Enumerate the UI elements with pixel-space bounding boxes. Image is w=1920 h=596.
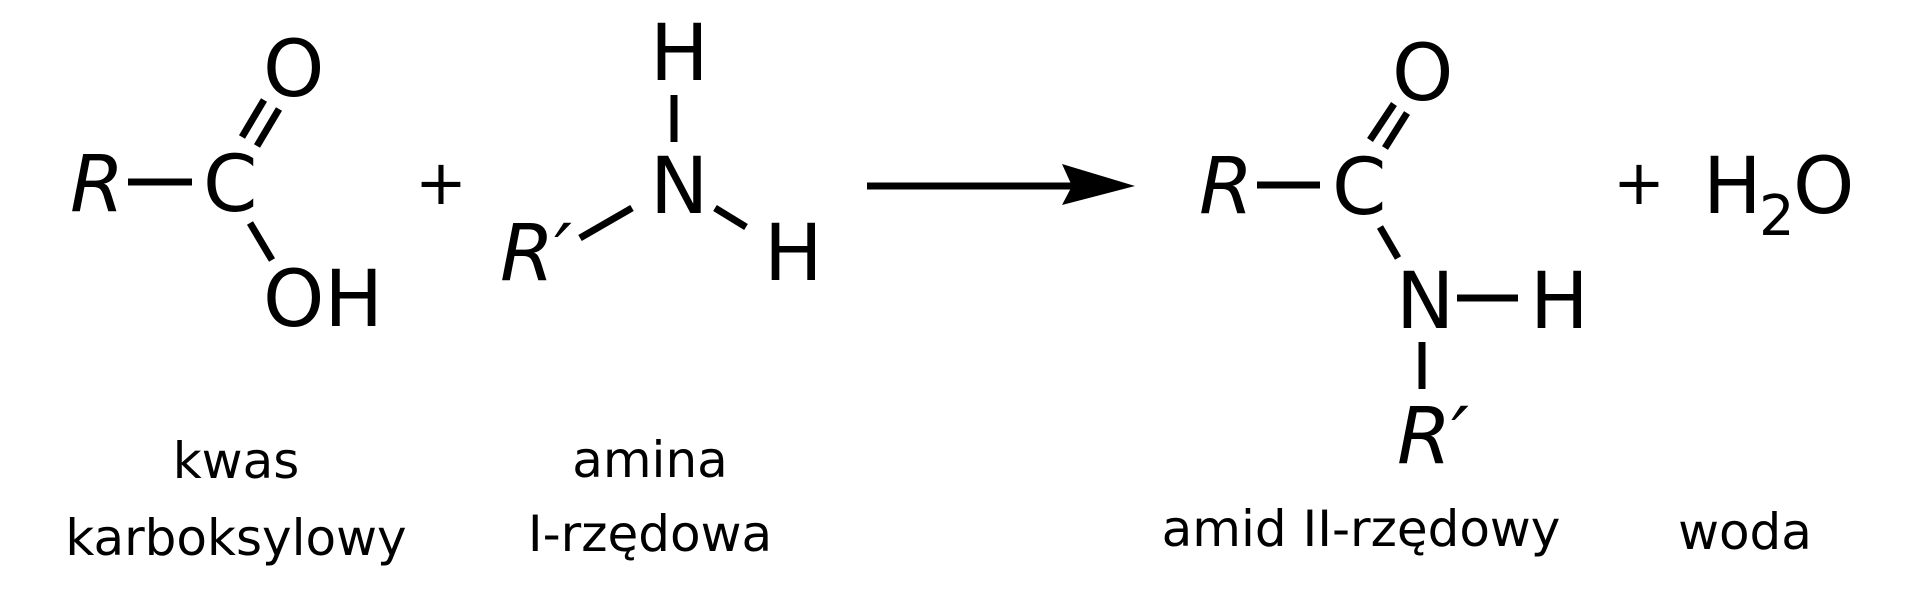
label-carboxylic-acid-line-1: kwas xyxy=(173,432,300,490)
double-bond-c-o-line-1 xyxy=(1367,102,1397,142)
atom-r-prime: R′ xyxy=(1397,392,1469,482)
bond-r-prime-n xyxy=(578,204,634,242)
bond-n-h-right xyxy=(713,205,748,230)
carboxylic-acid-structure: R C O OH xyxy=(70,25,383,345)
label-water: woda xyxy=(1678,503,1812,561)
arrow-head-icon xyxy=(1062,164,1135,205)
group-oh: OH xyxy=(263,255,383,345)
atom-h: H xyxy=(1530,257,1589,347)
bond-c-n xyxy=(1376,225,1402,260)
plus-sign: + xyxy=(1613,146,1665,219)
double-bond-c-o-line-1 xyxy=(238,98,268,139)
atom-n: N xyxy=(650,142,708,232)
secondary-amide-structure: R C O N H R′ xyxy=(1199,29,1589,482)
label-amide: amid II-rzędowy xyxy=(1162,500,1561,558)
atom-h: H xyxy=(1703,142,1762,232)
atom-h-top: H xyxy=(650,9,709,99)
double-bond-c-o-line-2 xyxy=(1382,111,1410,150)
plus-sign: + xyxy=(415,146,467,219)
primary-amine-structure: H N R′ H xyxy=(500,9,823,299)
atom-r-prime: R′ xyxy=(500,209,572,299)
atom-c: C xyxy=(1332,143,1386,233)
atom-c: C xyxy=(203,140,257,230)
atom-r: R xyxy=(1199,142,1253,232)
atom-o: O xyxy=(263,25,324,115)
atom-o: O xyxy=(1793,142,1854,232)
reaction-arrow xyxy=(867,164,1135,205)
double-bond-c-o-line-2 xyxy=(253,107,283,148)
water-formula: H 2 O xyxy=(1703,142,1854,249)
bond-c-oh xyxy=(246,221,276,262)
label-amine-line-2: I-rzędowa xyxy=(528,505,772,563)
subscript-2: 2 xyxy=(1759,184,1795,249)
atom-o: O xyxy=(1392,29,1453,119)
label-carboxylic-acid-line-2: karboksylowy xyxy=(65,509,406,567)
atom-r: R xyxy=(70,140,124,230)
atom-h-right: H xyxy=(764,209,823,299)
atom-n: N xyxy=(1396,257,1454,347)
label-amine-line-1: amina xyxy=(572,431,728,489)
